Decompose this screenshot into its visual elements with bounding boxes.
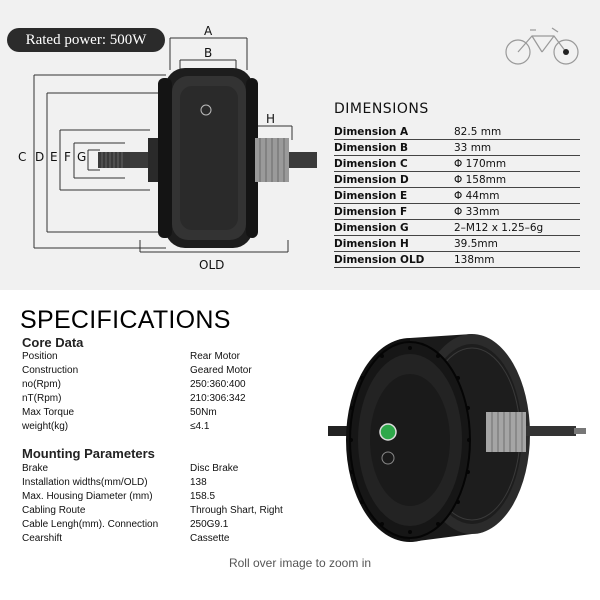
spec-value: 250G9.1 bbox=[190, 519, 229, 530]
zoom-hint: Roll over image to zoom in bbox=[228, 556, 372, 570]
spec-label: Cearshift bbox=[22, 533, 63, 544]
dimension-value: 2–M12 x 1.25–6g bbox=[454, 221, 544, 234]
dimension-value: 82.5 mm bbox=[454, 125, 502, 138]
dimension-row: Dimension A 82.5 mm bbox=[334, 124, 580, 140]
dimension-value: 138mm bbox=[454, 253, 495, 266]
hub-motor-photo bbox=[328, 334, 586, 542]
dim-label-old: OLD bbox=[199, 258, 225, 272]
motor-side-diagram bbox=[33, 37, 317, 253]
spec-value: Geared Motor bbox=[190, 365, 252, 376]
dimension-name: Dimension H bbox=[334, 237, 409, 250]
dimension-name: Dimension G bbox=[334, 221, 409, 234]
dimension-value: Φ 33mm bbox=[454, 205, 500, 218]
dimension-value: 33 mm bbox=[454, 141, 492, 154]
dimension-row: Dimension C Φ 170mm bbox=[334, 156, 580, 172]
spec-label: Position bbox=[22, 351, 58, 362]
spec-value: 158.5 bbox=[190, 491, 216, 502]
dimension-row: Dimension OLD 138mm bbox=[334, 252, 580, 268]
dimension-name: Dimension E bbox=[334, 189, 408, 202]
spec-value: Disc Brake bbox=[190, 463, 239, 474]
spec-label: Max Torque bbox=[22, 407, 75, 418]
dim-label-d: D bbox=[35, 150, 45, 164]
dimension-value: Φ 170mm bbox=[454, 157, 507, 170]
dimension-value: 39.5mm bbox=[454, 237, 498, 250]
spec-label: Installation widths(mm/OLD) bbox=[22, 477, 148, 488]
rated-power-badge: Rated power: 500W bbox=[7, 28, 165, 52]
core-data-heading: Core Data bbox=[22, 335, 84, 350]
spec-value: 210:306:342 bbox=[190, 393, 246, 404]
dim-label-h: H bbox=[266, 112, 276, 126]
dimension-row: Dimension H 39.5mm bbox=[334, 236, 580, 252]
spec-label: Max. Housing Diameter (mm) bbox=[22, 491, 153, 502]
bicycle-icon bbox=[505, 27, 579, 65]
dimension-name: Dimension OLD bbox=[334, 253, 425, 266]
spec-label: nT(Rpm) bbox=[22, 393, 62, 404]
dimension-row: Dimension B 33 mm bbox=[334, 140, 580, 156]
dimension-name: Dimension C bbox=[334, 157, 408, 170]
dim-label-c: C bbox=[18, 150, 27, 164]
mounting-parameters-heading: Mounting Parameters bbox=[22, 446, 155, 461]
dimension-row: Dimension D Φ 158mm bbox=[334, 172, 580, 188]
spec-label: Cabling Route bbox=[22, 505, 86, 516]
dimensions-title: DIMENSIONS bbox=[334, 101, 429, 117]
dimension-row: Dimension F Φ 33mm bbox=[334, 204, 580, 220]
spec-value: 138 bbox=[190, 477, 207, 488]
spec-label: no(Rpm) bbox=[22, 379, 61, 390]
spec-label: Cable Lengh(mm). Connection bbox=[22, 519, 159, 530]
dimension-value: Φ 44mm bbox=[454, 189, 500, 202]
spec-label: weight(kg) bbox=[22, 421, 69, 432]
spec-label: Construction bbox=[22, 365, 79, 376]
specifications-title: SPECIFICATIONS bbox=[20, 306, 231, 334]
spec-value: ≤4.1 bbox=[190, 421, 210, 432]
dim-label-b: B bbox=[204, 46, 213, 60]
dim-label-a: A bbox=[204, 24, 213, 38]
spec-value: 250:360:400 bbox=[190, 379, 246, 390]
dim-label-g: G bbox=[77, 150, 87, 164]
dimension-value: Φ 158mm bbox=[454, 173, 507, 186]
dimension-name: Dimension F bbox=[334, 205, 408, 218]
dim-label-f: F bbox=[64, 150, 71, 164]
dimension-name: Dimension A bbox=[334, 125, 409, 138]
spec-value: Cassette bbox=[190, 533, 230, 544]
dim-label-e: E bbox=[50, 150, 58, 164]
spec-value: 50Nm bbox=[190, 407, 217, 418]
dimension-name: Dimension B bbox=[334, 141, 409, 154]
dimension-name: Dimension D bbox=[334, 173, 409, 186]
spec-value: Rear Motor bbox=[190, 351, 241, 362]
dimension-row: Dimension G 2–M12 x 1.25–6g bbox=[334, 220, 580, 236]
spec-value: Through Shart, Right bbox=[190, 505, 283, 516]
spec-label: Brake bbox=[22, 463, 49, 474]
dimension-row: Dimension E Φ 44mm bbox=[334, 188, 580, 204]
